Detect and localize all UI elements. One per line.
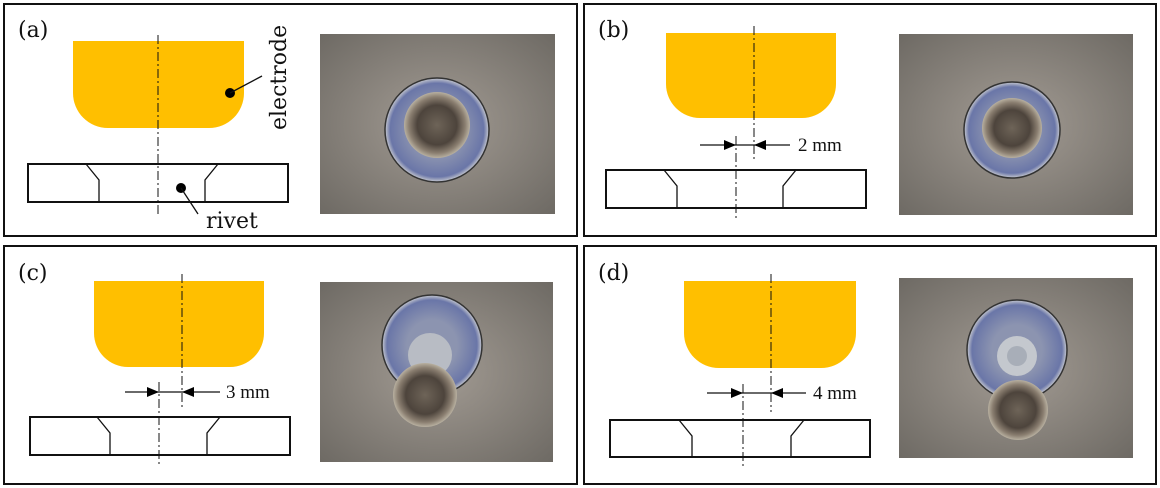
- rivet-countersink: [663, 169, 797, 208]
- electrode-shape: [94, 281, 264, 367]
- offset-dimension: [707, 388, 806, 398]
- panel-label: (c): [18, 261, 48, 286]
- offset-dimension: [700, 140, 790, 150]
- offset-dimension: [125, 387, 220, 397]
- panel-label: (a): [18, 18, 48, 43]
- panel-c: (c) 3 mm: [3, 245, 578, 485]
- electrode-label: electrode: [267, 25, 292, 130]
- weld-photo: [320, 282, 553, 462]
- weld-photo: [899, 34, 1133, 215]
- rivet-countersink: [96, 416, 221, 455]
- rivet-label: rivet: [206, 209, 258, 234]
- weld-photo: [320, 34, 555, 214]
- panel-label: (b): [598, 18, 629, 43]
- rivet-plate: [29, 416, 291, 456]
- weld-photo: [899, 278, 1133, 458]
- panel-label: (d): [598, 261, 629, 286]
- offset-label: 2 mm: [798, 135, 842, 156]
- rivet-plate: [609, 419, 871, 458]
- electrode-pointer-line: [229, 75, 263, 94]
- rivet-countersink: [85, 163, 219, 202]
- offset-label: 4 mm: [813, 383, 857, 404]
- offset-label: 3 mm: [226, 382, 270, 403]
- electrode-shape: [684, 281, 856, 368]
- panel-d: (d) 4 mm: [583, 245, 1157, 485]
- panel-a: (a) electrode rivet: [3, 3, 578, 237]
- electrode-shape: [666, 33, 836, 118]
- rivet-countersink: [678, 419, 805, 457]
- panel-b: (b) 2 mm: [583, 3, 1157, 237]
- rivet-pointer-line: [180, 187, 199, 215]
- electrode-shape: [73, 41, 244, 128]
